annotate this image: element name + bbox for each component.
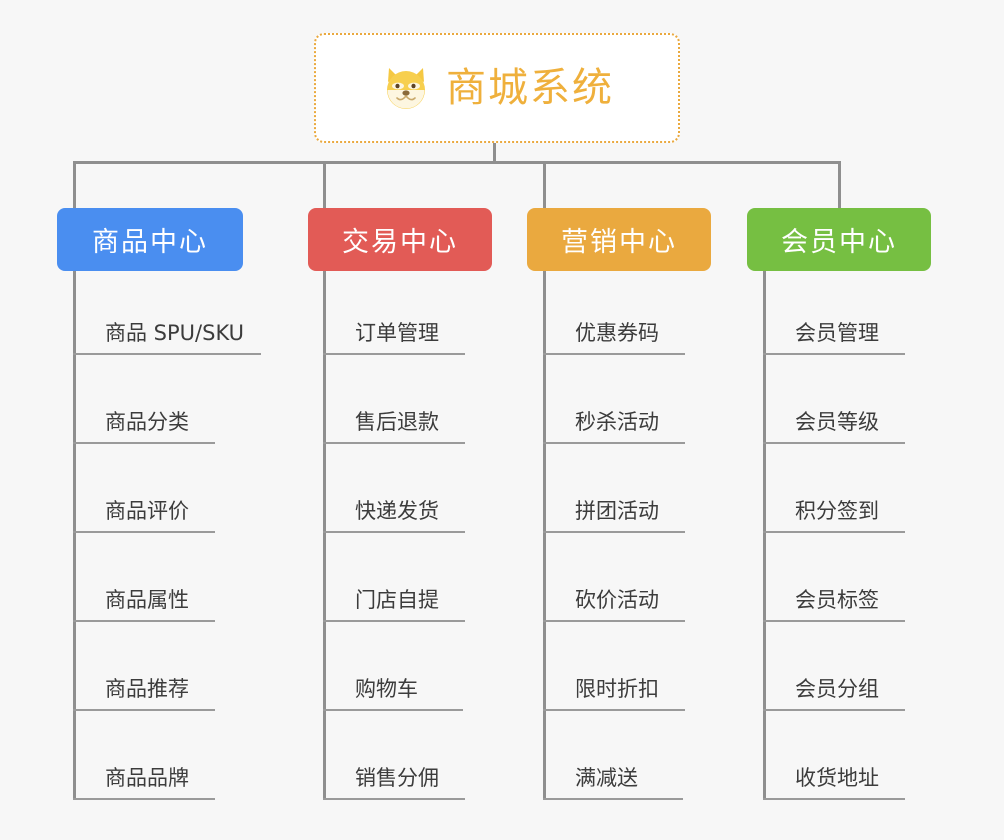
column-spine	[73, 271, 76, 800]
leaf-item-underline	[323, 353, 465, 355]
leaf-item-underline	[323, 798, 465, 800]
leaf-item-label: 砍价活动	[575, 588, 659, 612]
leaf-item-label: 快递发货	[355, 499, 439, 523]
category-label-2: 交易中心	[342, 227, 458, 258]
connector-bus	[73, 161, 841, 164]
leaf-item-label: 积分签到	[795, 499, 879, 523]
leaf-item[interactable]: 快递发货	[323, 485, 519, 533]
leaf-item-underline	[763, 531, 905, 533]
category-box-2[interactable]: 交易中心	[308, 208, 492, 271]
connector-drop-4	[838, 161, 841, 210]
connector-drop-1	[73, 161, 76, 210]
leaf-item[interactable]: 会员分组	[763, 663, 959, 711]
leaf-item[interactable]: 砍价活动	[543, 574, 739, 622]
leaf-item[interactable]: 优惠券码	[543, 307, 739, 355]
root-node[interactable]: 商城系统	[314, 33, 680, 143]
leaf-item-label: 满减送	[575, 766, 638, 790]
leaf-item[interactable]: 门店自提	[323, 574, 519, 622]
leaf-item-label: 销售分佣	[355, 766, 439, 790]
leaf-item[interactable]: 商品推荐	[73, 663, 299, 711]
leaf-item-label: 门店自提	[355, 588, 439, 612]
leaf-item-label: 售后退款	[355, 410, 439, 434]
category-box-4[interactable]: 会员中心	[747, 208, 931, 271]
leaf-item-label: 拼团活动	[575, 499, 659, 523]
column-spine	[763, 271, 766, 800]
leaf-item[interactable]: 拼团活动	[543, 485, 739, 533]
leaf-item-underline	[763, 798, 905, 800]
leaf-item-underline	[543, 620, 685, 622]
leaf-item-underline	[323, 620, 465, 622]
leaf-item-label: 商品品牌	[105, 766, 189, 790]
leaf-item[interactable]: 售后退款	[323, 396, 519, 444]
leaf-item-underline	[763, 620, 905, 622]
leaf-item-underline	[73, 620, 215, 622]
leaf-item[interactable]: 会员管理	[763, 307, 959, 355]
leaf-item-underline	[543, 531, 685, 533]
category-label-3: 营销中心	[561, 227, 677, 258]
leaf-item[interactable]: 销售分佣	[323, 752, 519, 800]
leaf-item[interactable]: 积分签到	[763, 485, 959, 533]
connector-drop-2	[323, 161, 326, 210]
leaf-item[interactable]: 满减送	[543, 752, 739, 800]
root-title: 商城系统	[446, 65, 614, 111]
leaf-item[interactable]: 限时折扣	[543, 663, 739, 711]
leaf-item[interactable]: 商品属性	[73, 574, 299, 622]
leaf-item-underline	[73, 442, 215, 444]
column-spine	[543, 271, 546, 800]
category-box-1[interactable]: 商品中心	[57, 208, 243, 271]
leaf-item-underline	[543, 798, 683, 800]
leaf-item-label: 会员标签	[795, 588, 879, 612]
leaf-item[interactable]: 商品品牌	[73, 752, 299, 800]
leaf-item-label: 秒杀活动	[575, 410, 659, 434]
leaf-item-label: 订单管理	[355, 321, 439, 345]
connector-drop-3	[543, 161, 546, 210]
category-box-3[interactable]: 营销中心	[527, 208, 711, 271]
leaf-item[interactable]: 收货地址	[763, 752, 959, 800]
leaf-item[interactable]: 订单管理	[323, 307, 519, 355]
leaf-item-label: 商品推荐	[105, 677, 189, 701]
leaf-item-label: 商品评价	[105, 499, 189, 523]
leaf-item-underline	[73, 709, 215, 711]
leaf-item-label: 会员管理	[795, 321, 879, 345]
leaf-item-underline	[73, 353, 261, 355]
leaf-item-label: 收货地址	[795, 766, 879, 790]
leaf-item[interactable]: 秒杀活动	[543, 396, 739, 444]
leaf-item-underline	[323, 709, 463, 711]
leaf-item-underline	[323, 531, 465, 533]
leaf-item-label: 商品 SPU/SKU	[105, 321, 245, 345]
leaf-item[interactable]: 会员等级	[763, 396, 959, 444]
leaf-item[interactable]: 商品评价	[73, 485, 299, 533]
leaf-item-label: 购物车	[355, 677, 418, 701]
leaf-item-underline	[543, 709, 685, 711]
leaf-item-label: 商品属性	[105, 588, 189, 612]
leaf-item-label: 会员等级	[795, 410, 879, 434]
leaf-item-underline	[323, 442, 465, 444]
category-label-4: 会员中心	[781, 227, 897, 258]
column-spine	[323, 271, 326, 800]
leaf-item-underline	[763, 442, 905, 444]
leaf-item[interactable]: 商品分类	[73, 396, 299, 444]
leaf-item-underline	[763, 709, 905, 711]
leaf-item-underline	[543, 353, 685, 355]
shiba-dog-icon	[380, 62, 432, 114]
leaf-item-label: 限时折扣	[575, 677, 659, 701]
connector-stem	[493, 143, 496, 163]
leaf-item[interactable]: 购物车	[323, 663, 519, 711]
leaf-item-label: 会员分组	[795, 677, 879, 701]
leaf-item[interactable]: 商品 SPU/SKU	[73, 307, 299, 355]
leaf-item-underline	[73, 531, 215, 533]
leaf-item-underline	[543, 442, 685, 444]
leaf-item-underline	[73, 798, 215, 800]
leaf-item[interactable]: 会员标签	[763, 574, 959, 622]
category-label-1: 商品中心	[92, 227, 208, 258]
leaf-item-label: 商品分类	[105, 410, 189, 434]
leaf-item-underline	[763, 353, 905, 355]
leaf-item-label: 优惠券码	[575, 321, 659, 345]
